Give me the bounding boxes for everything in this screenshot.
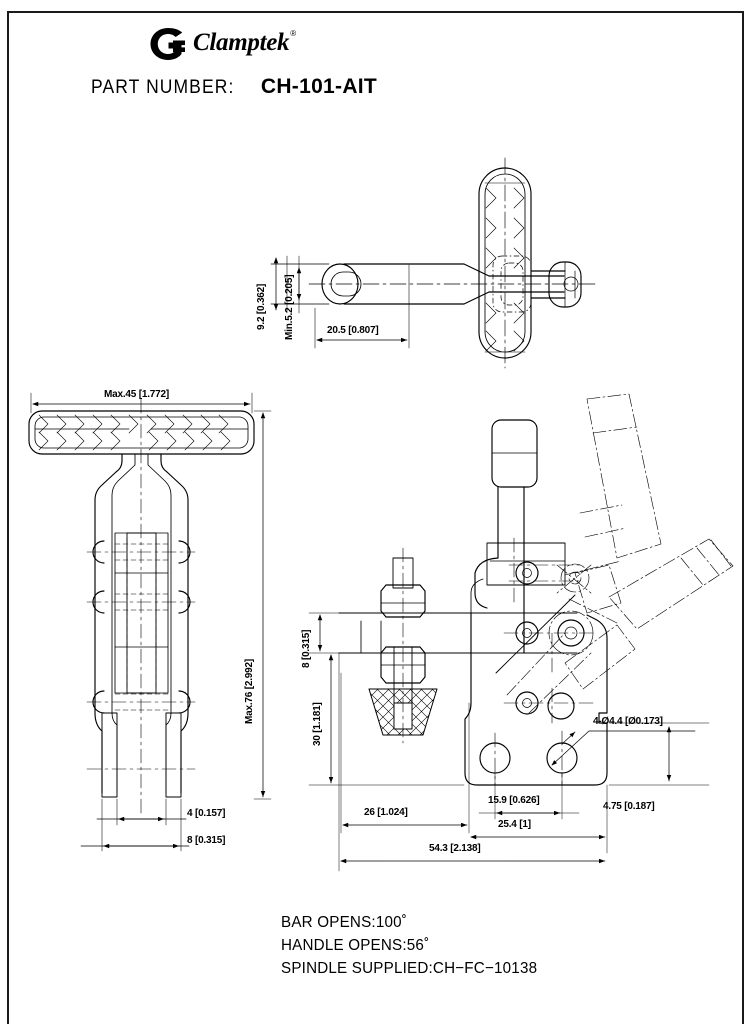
note-handle-opens: HANDLE OPENS:56˚ <box>281 937 430 954</box>
part-number-row: PART NUMBER: CH-101-AIT <box>91 75 377 99</box>
front-view-phantom-open-position <box>506 393 734 714</box>
dimension-label-4-75: 4.75 [0.187] <box>603 801 655 812</box>
dimension-label-4: 4 [0.157] <box>187 808 226 819</box>
front-view-dimension-lines <box>308 612 710 872</box>
part-number-value: CH-101-AIT <box>260 75 378 98</box>
dimension-label-30: 30 [1.181] <box>312 702 323 746</box>
dimension-label-min-5-2: Min.5.2 [0.205] <box>284 274 295 340</box>
callout-label-4-holes: 4-Ø4.4 [Ø0.173] <box>593 716 663 727</box>
brand-logo-group: Clamptek ® <box>149 27 296 61</box>
part-number-label: PART NUMBER: <box>91 77 235 98</box>
top-view-geometry <box>308 157 600 369</box>
engineering-drawing-canvas <box>28 157 734 872</box>
dimension-label-25-4: 25.4 [1] <box>498 819 531 830</box>
dimension-label-9-2: 9.2 [0.362] <box>256 283 267 330</box>
registered-trademark-icon: ® <box>290 29 297 38</box>
brand-name: Clamptek <box>193 29 290 56</box>
left-view-geometry <box>28 398 255 814</box>
clamptek-g-logo-icon <box>149 27 187 61</box>
dimension-label-15-9: 15.9 [0.626] <box>488 795 540 806</box>
front-view-geometry <box>338 419 608 786</box>
dimension-label-26: 26 [1.024] <box>364 807 408 818</box>
top-view-dimension-lines <box>270 255 410 349</box>
dimension-label-8: 8 [0.315] <box>301 629 312 668</box>
dimension-label-54-3: 54.3 [2.138] <box>429 843 481 854</box>
left-view-dimension-lines <box>30 392 272 852</box>
drawing-notes: BAR OPENS:100˚ HANDLE OPENS:56˚ SPINDLE … <box>281 911 551 980</box>
dimension-label-20-5: 20.5 [0.807] <box>327 325 379 336</box>
dimension-label-8-left: 8 [0.315] <box>187 835 226 846</box>
dimension-label-max-76: Max.76 [2.992] <box>244 658 255 724</box>
note-spindle-supplied: SPINDLE SUPPLIED:CH−FC−10138 <box>281 960 538 977</box>
dimension-label-max-45: Max.45 [1.772] <box>104 389 170 400</box>
drawing-border-frame: Clamptek ® PART NUMBER: CH-101-AIT <box>7 11 744 1024</box>
note-bar-opens: BAR OPENS:100˚ <box>281 914 408 931</box>
